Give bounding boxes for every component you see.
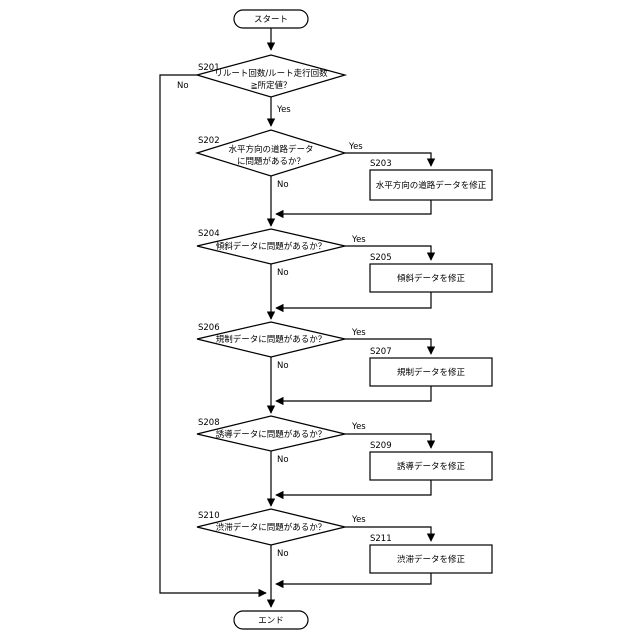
end-terminal: エンド (234, 611, 308, 629)
no-label-s201: No (177, 81, 189, 91)
process-s211-text: 渋滞データを修正 (397, 554, 466, 565)
no-label-s202: No (277, 180, 289, 190)
no-label-s206: No (277, 361, 289, 371)
no-label-s204: No (277, 268, 289, 278)
yes-label-s206: Yes (351, 328, 366, 338)
yes-label-s202: Yes (348, 142, 363, 152)
step-label-s201: S201 (198, 63, 220, 73)
process-s205-text: 傾斜データを修正 (397, 273, 466, 284)
step-label-s206: S206 (198, 323, 220, 333)
step-label-s208: S208 (198, 418, 220, 428)
process-s203: 水平方向の道路データを修正 (370, 170, 492, 200)
decision-s201-line-2: ≧所定値？ (250, 80, 291, 91)
step-label-s207: S207 (370, 347, 392, 357)
decision-s206-text: 規制データに問題があるか？ (216, 334, 327, 345)
process-s209: 誘導データを修正 (370, 452, 492, 480)
connector-s203-return (276, 200, 431, 214)
connector-s211-return (276, 573, 431, 584)
step-label-s204: S204 (198, 229, 220, 239)
process-s205: 傾斜データを修正 (370, 264, 492, 292)
process-s209-text: 誘導データを修正 (397, 461, 466, 472)
step-label-s205: S205 (370, 253, 392, 263)
connector-s209-return (276, 480, 431, 495)
process-s207-text: 規制データを修正 (397, 367, 466, 378)
end-label: エンド (258, 616, 284, 626)
no-label-s210: No (277, 549, 289, 559)
connector-s205-return (276, 292, 431, 308)
no-label-s208: No (277, 455, 289, 465)
decision-s208-text: 誘導データに問題があるか？ (216, 429, 327, 440)
decision-s202-line-2: に問題があるか？ (237, 156, 305, 167)
step-label-s203: S203 (370, 159, 392, 169)
process-s203-text: 水平方向の道路データを修正 (376, 180, 487, 191)
start-label: スタート (254, 15, 288, 25)
connector-s207-return (276, 386, 431, 401)
yes-label-s201: Yes (276, 105, 291, 115)
process-s207: 規制データを修正 (370, 358, 492, 386)
yes-label-s208: Yes (351, 422, 366, 432)
step-label-s202: S202 (198, 136, 220, 146)
process-s211: 渋滞データを修正 (370, 545, 492, 573)
decision-s210-text: 渋滞データに問題があるか？ (216, 522, 327, 533)
decision-s204-text: 傾斜データに問題があるか？ (216, 241, 327, 252)
step-label-s209: S209 (370, 441, 392, 451)
yes-label-s204: Yes (351, 235, 366, 245)
yes-label-s210: Yes (351, 515, 366, 525)
decision-s202-line-1: 水平方向の道路データ (228, 144, 313, 155)
start-terminal: スタート (234, 10, 308, 28)
decision-s201-line-1: リルート回数/ルート走行回数 (214, 68, 328, 79)
step-label-s211: S211 (370, 534, 392, 544)
decision-s201: リルート回数/ルート走行回数 ≧所定値？ (197, 55, 345, 97)
step-label-s210: S210 (198, 511, 220, 521)
